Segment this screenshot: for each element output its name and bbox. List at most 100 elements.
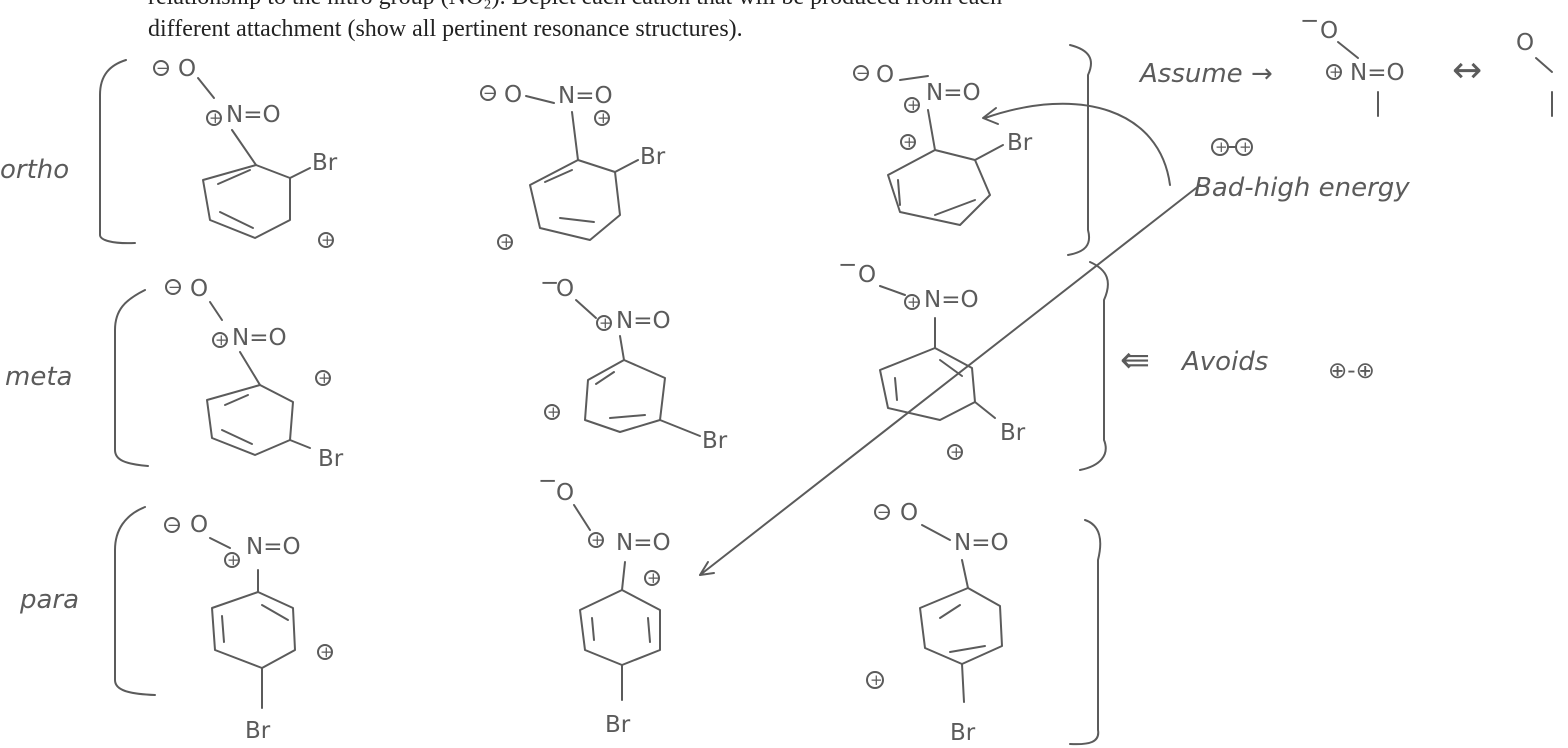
ring-n-bond (571, 111, 579, 161)
minus-charge-sign: − (483, 84, 496, 102)
structure-para-3: − O N=O Br + (866, 500, 1009, 746)
ring-double-bond (224, 394, 249, 406)
plus-charge-symbol (206, 110, 222, 126)
row-label-ortho: ortho (0, 155, 69, 185)
ring-double-bond (261, 604, 289, 621)
ring-double-bond (949, 645, 986, 653)
arrowhead-para (699, 561, 715, 576)
plus-charge-sign: + (903, 133, 916, 151)
left-bracket-ortho (99, 59, 136, 245)
plus-charge-symbol (317, 644, 333, 660)
plus-charge-sign: + (547, 403, 560, 421)
ring-n-bond (239, 351, 261, 386)
nitro-group-label: N=O (232, 325, 287, 351)
ring-n-bond (927, 109, 936, 151)
structure-ortho-1: − O + N=O Br + (153, 56, 338, 249)
right-bracket-meta (1079, 261, 1109, 471)
minus-charge-symbol (480, 85, 496, 101)
nitro-group-label: N=O (226, 102, 281, 128)
n-o-bond (573, 504, 591, 531)
oxygen-label: O (190, 276, 208, 302)
structure-meta-2: − O + N=O + Br (540, 270, 728, 454)
minus-charge-symbol (164, 517, 180, 533)
minus-charge-symbol: − (540, 270, 559, 296)
bromine-label: Br (702, 428, 728, 454)
plus-charge-symbol (866, 671, 884, 689)
plus-charge-sign: + (647, 569, 660, 587)
ring-double-bond (934, 199, 976, 216)
oxygen-label: O (556, 480, 574, 506)
assume-label: Assume → (1138, 59, 1273, 89)
ring-n-bond (961, 559, 969, 589)
benzene-ring (202, 164, 291, 239)
n-o-bond (1337, 41, 1359, 59)
ring-br-bond (974, 144, 1004, 161)
plus-charge-sign: + (1329, 63, 1342, 81)
ring-double-bond (591, 617, 595, 641)
plus-charge-sign: + (500, 233, 513, 251)
plus-charge-sign: + (321, 231, 334, 249)
plus-charge-symbol (947, 444, 963, 460)
plus-charge-symbol (1326, 64, 1342, 80)
bad-high-energy-label: Bad-high energy (1194, 173, 1410, 203)
ring-double-bond (609, 414, 646, 419)
plus-charge-symbol (315, 370, 331, 386)
minus-charge-symbol: − (1300, 8, 1319, 34)
arrow-to-ortho (984, 102, 1171, 186)
bromine-label: Br (312, 150, 338, 176)
nitro-group-label: N=O (924, 287, 979, 313)
plus-charge-symbol (904, 294, 920, 310)
minus-charge-symbol (153, 60, 169, 76)
ring-double-bond (217, 169, 251, 185)
resonance-arrow: ↔ (1452, 50, 1482, 91)
oxygen-label: O (504, 82, 522, 108)
left-bracket-meta (114, 289, 149, 467)
avoids-label: Avoids (1180, 347, 1268, 377)
n-o-bond (209, 537, 231, 549)
bad-high-energy-note: + + Bad-high energy (1194, 138, 1410, 203)
minus-charge-sign: − (167, 516, 180, 534)
benzene-ring (919, 587, 1003, 665)
nitro-group-label: N=O (616, 308, 671, 334)
plus-charge-symbol (644, 570, 660, 586)
benzene-ring (584, 359, 666, 433)
minus-charge-sign: − (877, 503, 890, 521)
arrow-to-para (699, 184, 1201, 576)
n-o-bond (575, 299, 597, 319)
minus-charge-symbol (874, 504, 890, 520)
plus-charge-sign: + (320, 643, 333, 661)
plus-charge-symbol (224, 552, 240, 568)
n-o-bond (197, 77, 215, 99)
arrowhead-ortho (982, 107, 999, 125)
row-label-para: para (19, 585, 79, 615)
row-label-meta: meta (5, 362, 72, 392)
plus-charge-sign: + (597, 109, 610, 127)
plus-charge-symbol (1235, 138, 1253, 156)
plus-charge-symbol (900, 134, 916, 150)
right-bracket-ortho (1067, 44, 1092, 256)
ring-double-bond (595, 371, 615, 385)
ring-double-bond (559, 217, 595, 223)
minus-charge-symbol: − (538, 468, 557, 494)
nitro-group-label: N=O (926, 80, 981, 106)
ring-double-bond (221, 615, 225, 643)
ring-n-bond (619, 335, 625, 361)
bromine-label: Br (605, 712, 631, 738)
adjacent-charges-symbol: ⊕-⊕ (1328, 358, 1375, 384)
ring-br-bond (289, 439, 311, 449)
left-bracket-para (114, 506, 156, 696)
minus-charge-symbol (165, 279, 181, 295)
right-bracket-para (1069, 519, 1102, 746)
minus-charge-sign: − (168, 278, 181, 296)
structure-para-2: − O + N=O + Br (538, 468, 671, 738)
oxygen-label: O (858, 262, 876, 288)
plus-charge-sign: + (227, 551, 240, 569)
n-o-bond (209, 301, 223, 321)
ring-n-bond (231, 129, 257, 166)
avoids-note: ⇚ Avoids ⊕-⊕ (1120, 340, 1375, 384)
bracket-ortho (99, 44, 1092, 256)
plus-charge-sign: + (599, 314, 612, 332)
benzene-ring (879, 347, 976, 421)
minus-charge-sign: − (156, 59, 169, 77)
